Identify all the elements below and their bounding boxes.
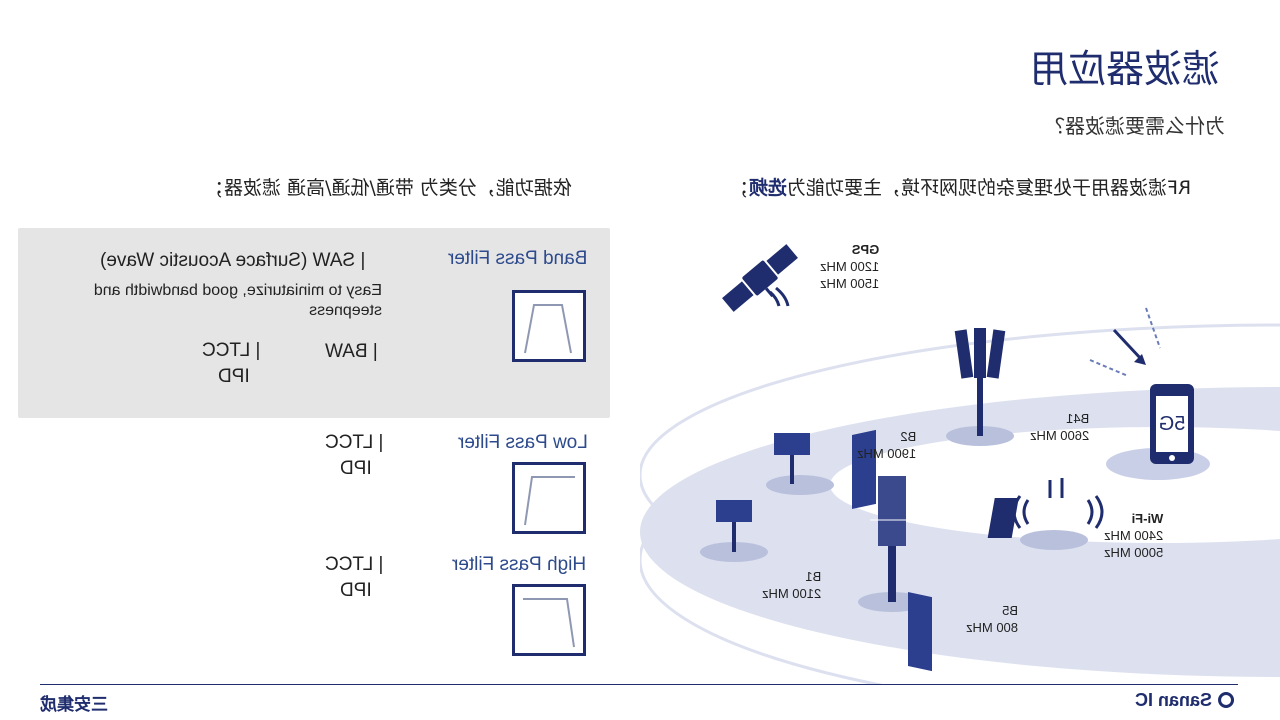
footer-divider [40,684,1238,685]
gps-label: GPS 1200 MHz 1500 MHz [820,241,879,292]
b2-small-tower-icon [774,433,810,484]
wifi-label: Wi-Fi 2400 MHz 5000 MHz [1104,510,1163,561]
rf-description-highlight: 选频 [749,177,788,199]
b1-name: B1 [805,569,822,584]
b1-label: B1 2100 MHz [762,568,821,602]
wifi-name: Wi-Fi [1131,511,1164,526]
band-pass-panel [18,228,610,418]
wifi-router-icon [987,478,1104,538]
high-pass-ltcc: | LTCC [325,554,384,575]
b2-name: B2 [900,429,917,444]
page-title: 滤波器应用 [1030,47,1221,91]
page-subtitle: 为什么需要滤波器？ [1045,114,1225,138]
rf-description: RF滤波器用于处理复杂的现网环境，主要功能为选频； [730,173,1191,200]
b5-name: B5 [1002,603,1019,618]
network-diagram: 5G [640,244,1280,684]
band-pass-ipd: IPD [218,366,250,387]
signal-arrow-icon [1112,328,1144,362]
b1-small-tower-icon [716,500,752,552]
satellite-icon [722,244,798,312]
low-pass-title: Low Pass Filter [458,432,588,453]
low-pass-ltcc: | LTCC [325,432,384,453]
b2-label: B2 1900 MHz [857,428,916,462]
low-pass-ipd: IPD [340,458,372,479]
brand-logo: Sanan IC [1135,690,1235,711]
gps-freq-2: 1500 MHz [820,276,880,291]
brand-logo-icon [1218,692,1235,708]
b2-freq: 1900 MHz [857,446,917,461]
wifi-freq-1: 2400 MHz [1104,528,1164,543]
b1-freq: 2100 MHz [762,586,822,601]
satellite-signal-icon [769,286,790,307]
b5-big-tower-icon [852,429,932,672]
band-pass-saw: | SAW (Surface Acoustic Wave) [100,250,366,271]
filter-classification-text: 依据功能，分类为 带通/低通/高通 滤波器； [205,177,572,199]
high-pass-ipd: IPD [340,580,372,601]
b5-label: B5 800 MHz [966,602,1018,636]
signal-arrow-head-icon [1134,354,1146,365]
band-pass-title: Band Pass Filter [448,248,588,269]
b41-name: B41 [1066,411,1090,426]
band-pass-response-icon [512,290,586,362]
phone-icon: 5G [1150,384,1194,464]
band-pass-baw: | BAW [325,341,378,362]
high-pass-response-icon [512,584,586,656]
band-pass-ltcc: | LTCC [202,340,261,361]
b41-label: B41 2600 MHz [1030,410,1089,444]
gps-freq-1: 1200 MHz [820,259,880,274]
gps-name: GPS [851,242,880,257]
band-pass-saw-description: Easy to miniaturize, good bandwidth and … [93,282,382,319]
b5-freq: 800 MHz [966,620,1019,635]
brand-name: Sanan IC [1135,690,1213,710]
dashed-signal-arrow-icon [1089,307,1161,377]
phone-5g-label: 5G [1159,413,1186,435]
b41-freq: 2600 MHz [1030,428,1090,443]
rf-description-text: RF滤波器用于处理复杂的现网环境，主要功能为 [787,177,1192,199]
wifi-freq-2: 5000 MHz [1104,545,1164,560]
low-pass-response-icon [512,462,586,534]
rf-description-end: ； [730,177,750,199]
b41-tower-icon [954,328,1006,436]
brand-chinese-name: 三安集成 [40,695,108,715]
high-pass-title: High Pass Filter [452,554,587,575]
